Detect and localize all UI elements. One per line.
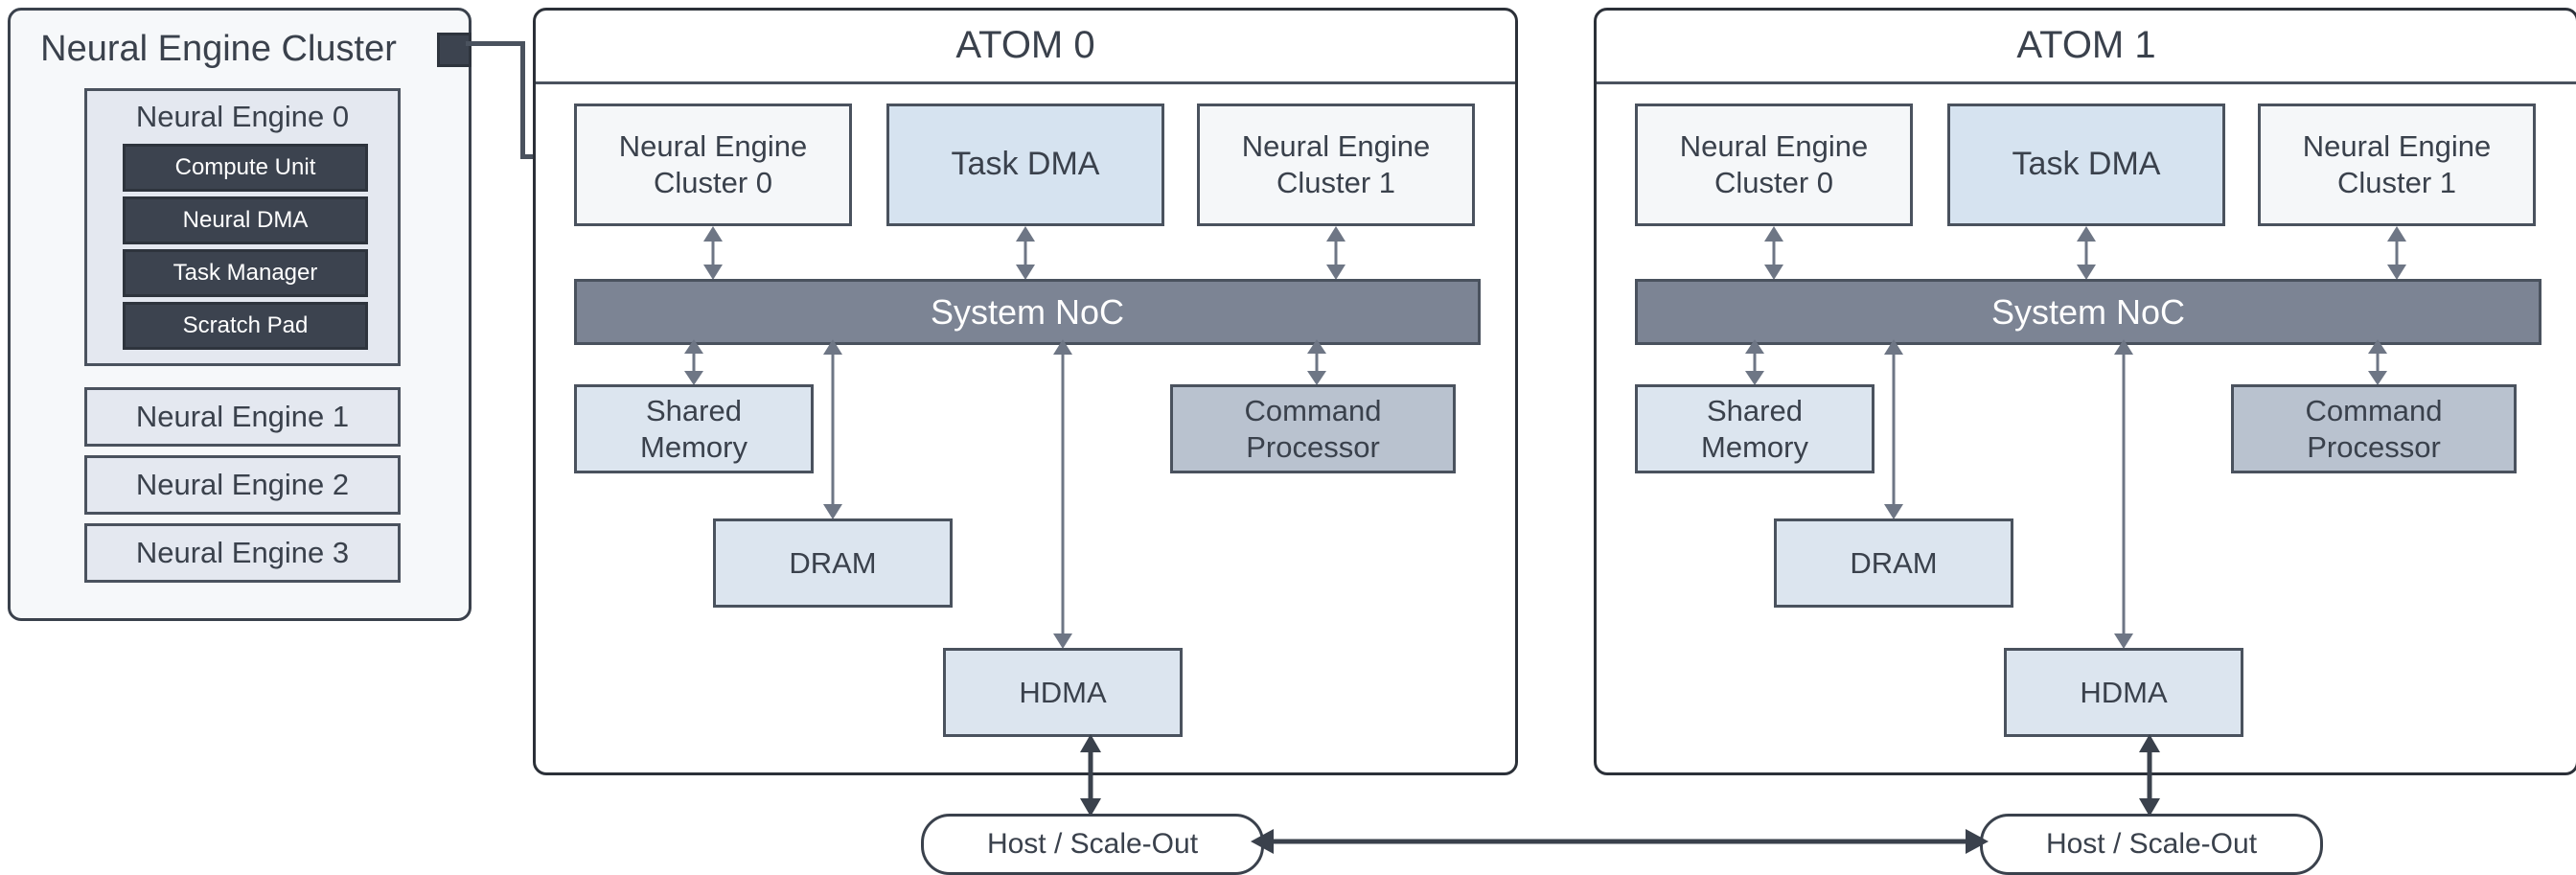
atom0-command-processor[interactable]: Command Processor [1170,384,1456,473]
subunit-neural-dma[interactable]: Neural DMA [123,196,368,244]
subunit-compute-unit[interactable]: Compute Unit [123,144,368,192]
neural-engine-1-box[interactable]: Neural Engine 1 [84,387,401,447]
atom0-nec1-label: Neural Engine Cluster 1 [1241,129,1431,199]
atom0-arrow-noc-sharedmem [684,339,703,385]
atom0-arrow-noc-cmdproc [1307,339,1326,385]
atom-0-panel: ATOM 0 Neural Engine Cluster 0 Task DMA … [533,8,1518,775]
atom0-command-processor-label: Command Processor [1244,393,1382,464]
atom0-nec0-label: Neural Engine Cluster 0 [618,129,808,199]
atom1-neural-engine-cluster-1[interactable]: Neural Engine Cluster 1 [2258,104,2536,226]
atom0-arrow-taskdma-noc [1016,226,1035,280]
atom0-hdma[interactable]: HDMA [943,648,1183,737]
neural-engine-0-label: Neural Engine 0 [135,100,350,133]
subunit-scratch-pad[interactable]: Scratch Pad [123,302,368,350]
atom1-nec0-label: Neural Engine Cluster 0 [1679,129,1869,199]
atom1-arrow-nec1-noc [2387,226,2406,280]
cluster-link-segment-v [520,41,525,156]
atom0-task-dma[interactable]: Task DMA [886,104,1164,226]
atom0-shared-memory-label: Shared Memory [640,393,748,464]
atom0-system-noc[interactable]: System NoC [574,279,1481,345]
atom1-arrow-noc-sharedmem [1745,339,1764,385]
atom1-arrow-hdma-host [2139,734,2160,817]
atom1-command-processor-label: Command Processor [2305,393,2443,464]
atom0-noc-label: System NoC [930,291,1125,332]
atom1-hdma[interactable]: HDMA [2004,648,2243,737]
atom1-arrow-noc-cmdproc [2368,339,2387,385]
cluster-panel-title: Neural Engine Cluster [40,29,397,69]
atom1-arrow-taskdma-noc [2077,226,2096,280]
host-interconnect-arrow [1251,829,1989,854]
atom1-noc-label: System NoC [1990,291,2186,332]
atom0-arrow-hdma-host [1080,734,1101,817]
atom0-dram-label: DRAM [789,545,877,580]
atom0-shared-memory[interactable]: Shared Memory [574,384,814,473]
atom-1-title: ATOM 1 [2016,24,2156,66]
atom1-nec1-label: Neural Engine Cluster 1 [2302,129,2492,199]
atom1-neural-engine-cluster-0[interactable]: Neural Engine Cluster 0 [1635,104,1913,226]
atom1-arrow-noc-hdma [2114,339,2133,649]
atom1-shared-memory-label: Shared Memory [1701,393,1808,464]
atom0-arrow-nec1-noc [1326,226,1346,280]
host-scale-out-0[interactable]: Host / Scale-Out [921,814,1264,875]
host0-label: Host / Scale-Out [986,828,1199,860]
host1-label: Host / Scale-Out [2045,828,2258,860]
atom-1-header-divider [1597,81,2576,84]
atom0-arrow-noc-hdma [1053,339,1072,649]
atom1-dram[interactable]: DRAM [1774,518,2013,608]
subunit-task-manager[interactable]: Task Manager [123,249,368,297]
atom0-arrow-nec0-noc [703,226,723,280]
atom-0-title: ATOM 0 [955,24,1095,66]
atom1-task-dma[interactable]: Task DMA [1947,104,2225,226]
atom0-task-dma-label: Task DMA [951,146,1100,183]
atom1-system-noc[interactable]: System NoC [1635,279,2542,345]
atom-0-header-divider [536,81,1515,84]
atom1-arrow-nec0-noc [1764,226,1783,280]
atom-1-panel: ATOM 1 Neural Engine Cluster 0 Task DMA … [1594,8,2576,775]
neural-engine-3-box[interactable]: Neural Engine 3 [84,523,401,583]
atom1-command-processor[interactable]: Command Processor [2231,384,2517,473]
atom1-shared-memory[interactable]: Shared Memory [1635,384,1874,473]
atom1-task-dma-label: Task DMA [2012,146,2161,183]
atom0-dram[interactable]: DRAM [713,518,953,608]
host-scale-out-1[interactable]: Host / Scale-Out [1980,814,2323,875]
neural-engine-2-box[interactable]: Neural Engine 2 [84,455,401,515]
atom0-neural-engine-cluster-1[interactable]: Neural Engine Cluster 1 [1197,104,1475,226]
atom0-hdma-label: HDMA [1019,675,1107,709]
connector-port-icon [437,33,472,67]
atom0-arrow-noc-dram [823,339,842,519]
cluster-link-segment-h1 [466,41,525,46]
atom0-neural-engine-cluster-0[interactable]: Neural Engine Cluster 0 [574,104,852,226]
atom1-arrow-noc-dram [1884,339,1903,519]
atom1-dram-label: DRAM [1850,545,1938,580]
atom1-hdma-label: HDMA [2080,675,2168,709]
